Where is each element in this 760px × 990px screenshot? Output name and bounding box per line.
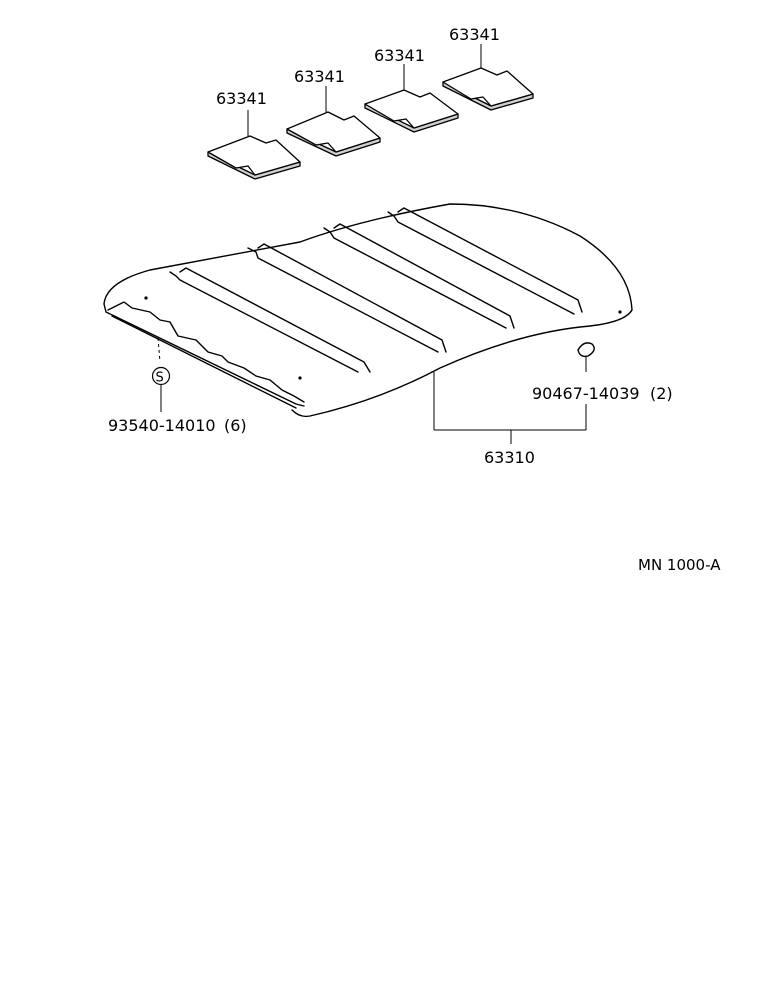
- headlining: [103, 203, 633, 418]
- pad-2-label: 63341: [294, 67, 345, 86]
- clip-quantity: (2): [650, 384, 673, 403]
- pad-4-label: 63341: [449, 25, 500, 44]
- diagram-code: MN 1000-A: [638, 556, 721, 574]
- hole-1: [144, 296, 148, 300]
- clip-part-number: 90467-14039: [532, 384, 640, 403]
- pad-1-label: 63341: [216, 89, 267, 108]
- hole-2: [298, 376, 302, 380]
- pad-2: [286, 111, 381, 157]
- hole-3: [618, 310, 622, 314]
- screw-symbol-icon: S: [151, 337, 171, 412]
- pad-3: [364, 89, 459, 133]
- headlining-part-number: 63310: [484, 448, 535, 467]
- screw-part-number: 93540-14010: [108, 416, 216, 435]
- screw-symbol-letter: S: [156, 371, 164, 386]
- screw-quantity: (6): [224, 416, 247, 435]
- pad-3-label: 63341: [374, 46, 425, 65]
- headlining-bracket: [433, 372, 587, 444]
- clip-icon: [577, 342, 595, 372]
- pad-1: [207, 135, 301, 180]
- pad-4: [442, 67, 534, 111]
